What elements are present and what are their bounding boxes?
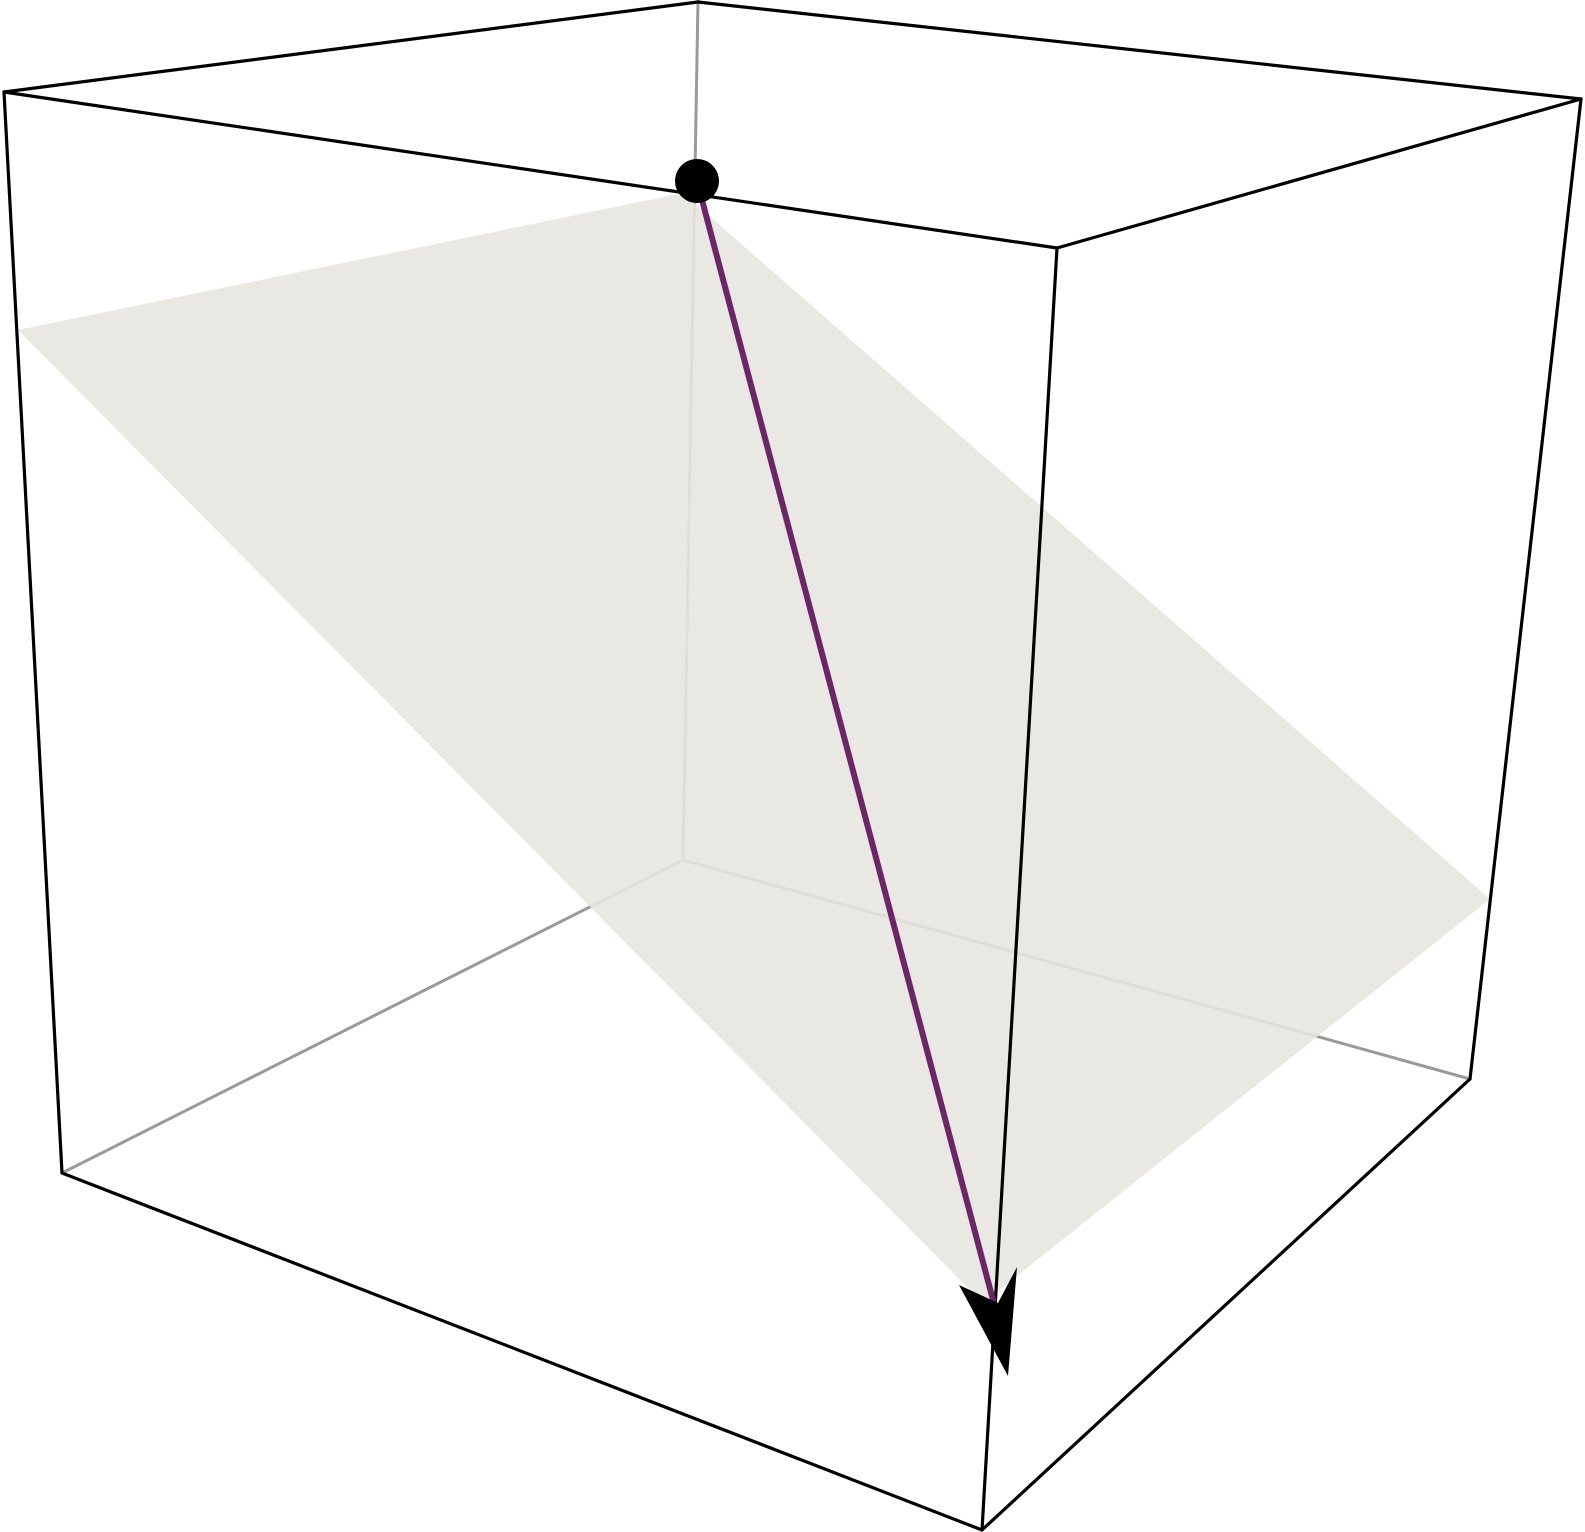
box-edge-top-front-right	[1055, 97, 1583, 250]
plane	[18, 193, 1490, 1303]
vector-shaft	[694, 178, 996, 1303]
box-edge-bottom-front-right	[980, 1077, 1472, 1532]
box-edge-bottom-front-left	[60, 1171, 984, 1532]
box-edge-top-front-left	[2, 90, 1059, 250]
arrowhead	[959, 1267, 1017, 1376]
box-edge-left-vertical	[2, 90, 64, 1175]
hidden-edge-back-left	[61, 858, 684, 1175]
box-edge-right-vertical	[1468, 97, 1583, 1081]
vector-arrow	[694, 178, 1017, 1376]
box-edge-top-back-right	[696, 0, 1583, 101]
box-edge-top-back-left	[2, 0, 700, 94]
start-point	[675, 159, 719, 203]
